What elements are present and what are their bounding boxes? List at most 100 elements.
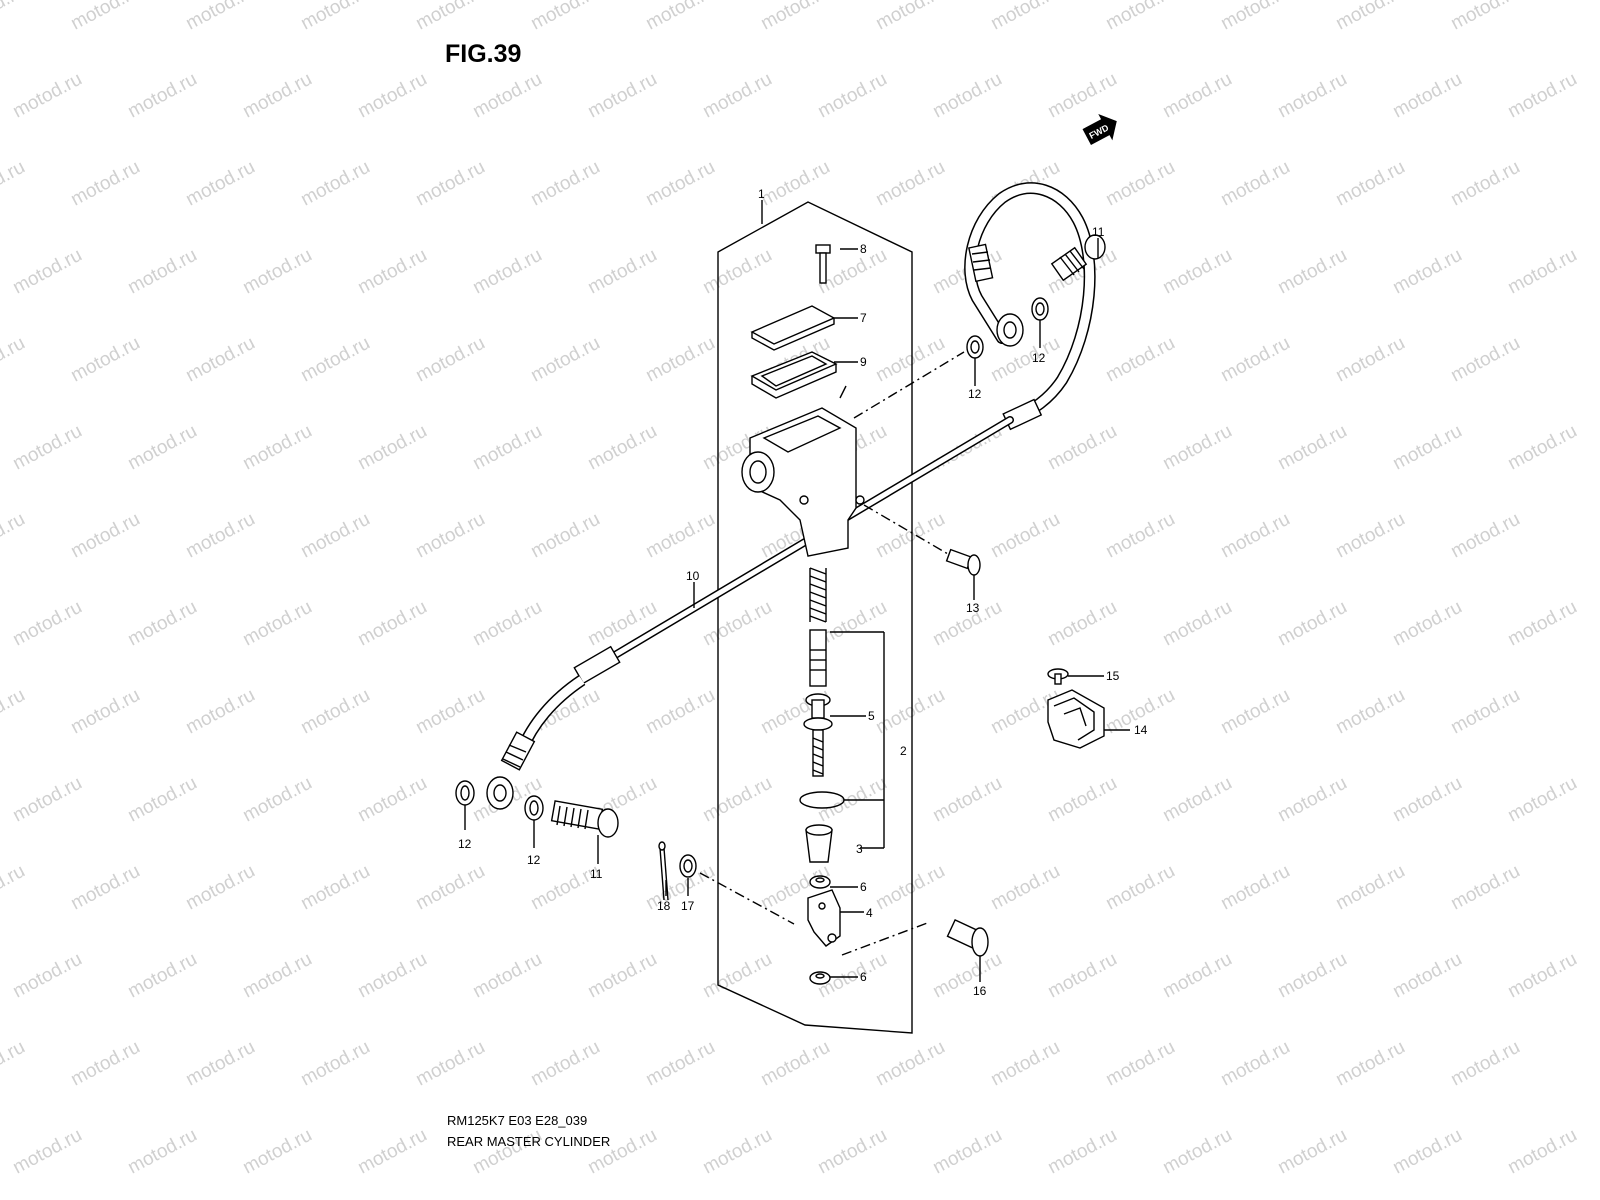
watermark-text: motod.ru: [1217, 333, 1293, 387]
washer-lower-2: [524, 795, 544, 821]
watermark-text: motod.ru: [872, 861, 948, 915]
reservoir-diaphragm: [750, 351, 838, 399]
watermark-text: motod.ru: [124, 421, 200, 475]
watermark-text: motod.ru: [1332, 509, 1408, 563]
watermark-text: motod.ru: [67, 685, 143, 739]
watermark-text: motod.ru: [412, 1037, 488, 1091]
watermark-text: motod.ru: [699, 245, 775, 299]
watermark-text: motod.ru: [527, 333, 603, 387]
watermark-text: motod.ru: [67, 0, 143, 34]
watermark-text: motod.ru: [1504, 773, 1580, 827]
watermark-text: motod.ru: [1102, 1037, 1178, 1091]
watermark-text: motod.ru: [1332, 1037, 1408, 1091]
watermark-text: motod.ru: [987, 0, 1063, 34]
piston-spring: [809, 567, 827, 623]
callout-15: 15: [1106, 669, 1120, 683]
watermark-text: motod.ru: [1044, 597, 1120, 651]
watermark-text: motod.ru: [239, 949, 315, 1003]
watermark-text: motod.ru: [929, 773, 1005, 827]
watermark-text: motod.ru: [1217, 157, 1293, 211]
callout-12d: 12: [527, 853, 541, 867]
fwd-arrow-icon: FWD: [1082, 113, 1117, 145]
watermark-text: motod.ru: [412, 685, 488, 739]
callout-12b: 12: [968, 387, 982, 401]
watermark-text: motod.ru: [1217, 685, 1293, 739]
mounting-bolt: [945, 548, 981, 576]
watermark-text: motod.ru: [0, 685, 29, 739]
watermark-text: motod.ru: [584, 1125, 660, 1179]
watermark-text: motod.ru: [182, 0, 258, 34]
watermark-text: motod.ru: [584, 421, 660, 475]
push-rod: [803, 693, 833, 777]
callout-7: 7: [860, 311, 867, 325]
watermark-text: motod.ru: [1102, 861, 1178, 915]
watermark-text: motod.ru: [354, 245, 430, 299]
watermark-text: motod.ru: [699, 69, 775, 123]
watermark-text: motod.ru: [1102, 157, 1178, 211]
watermark-text: motod.ru: [1274, 597, 1350, 651]
watermark-text: motod.ru: [182, 157, 258, 211]
callout-14: 14: [1134, 723, 1148, 737]
watermark-text: motod.ru: [1159, 421, 1235, 475]
watermark-text: motod.ru: [297, 333, 373, 387]
callout-6a: 6: [860, 880, 867, 894]
watermark-text: motod.ru: [1217, 0, 1293, 34]
watermark-text: motod.ru: [642, 0, 718, 34]
watermark-text: motod.ru: [9, 245, 85, 299]
watermark-text: motod.ru: [1447, 685, 1523, 739]
watermark-text: motod.ru: [1504, 421, 1580, 475]
watermark-text: motod.ru: [354, 597, 430, 651]
watermark-text: motod.ru: [527, 1037, 603, 1091]
watermark-text: motod.ru: [67, 1037, 143, 1091]
watermark-text: motod.ru: [0, 157, 29, 211]
hose-clamp-screw: [1047, 668, 1069, 685]
watermark-text: motod.ru: [469, 597, 545, 651]
watermark-text: motod.ru: [124, 597, 200, 651]
watermark-text: motod.ru: [987, 861, 1063, 915]
figure-title: FIG.39: [445, 40, 522, 68]
callout-8: 8: [860, 242, 867, 256]
pin-washer: [679, 854, 697, 878]
watermark-text: motod.ru: [1159, 773, 1235, 827]
watermark-text: motod.ru: [1447, 333, 1523, 387]
washer-upper-1: [1031, 297, 1049, 321]
callout-13: 13: [966, 601, 980, 615]
watermark-text: motod.ru: [527, 0, 603, 34]
banjo-bolt-upper: [1050, 234, 1106, 282]
watermark-text: motod.ru: [354, 773, 430, 827]
watermark-text: motod.ru: [182, 1037, 258, 1091]
callout-6b: 6: [860, 970, 867, 984]
watermark-text: motod.ru: [1332, 157, 1408, 211]
watermark-text: motod.ru: [1332, 333, 1408, 387]
callout-11a: 11: [1092, 225, 1105, 239]
callout-3: 3: [856, 842, 863, 856]
watermark-text: motod.ru: [354, 949, 430, 1003]
watermark-text: motod.ru: [239, 245, 315, 299]
watermark-text: motod.ru: [1044, 949, 1120, 1003]
piston: [809, 629, 827, 687]
watermark-text: motod.ru: [412, 861, 488, 915]
watermark-text: motod.ru: [1274, 421, 1350, 475]
watermark-text: motod.ru: [1044, 1125, 1120, 1179]
watermark-text: motod.ru: [9, 949, 85, 1003]
watermark-text: motod.ru: [1332, 861, 1408, 915]
watermark-text: motod.ru: [239, 1125, 315, 1179]
nut-lower: [809, 971, 831, 985]
watermark-text: motod.ru: [9, 773, 85, 827]
watermark-text: motod.ru: [1447, 0, 1523, 34]
watermark-text: motod.ru: [1102, 509, 1178, 563]
watermark-text: motod.ru: [239, 421, 315, 475]
watermark-text: motod.ru: [1332, 0, 1408, 34]
watermark-text: motod.ru: [1447, 157, 1523, 211]
watermark-text: motod.ru: [814, 1125, 890, 1179]
watermark-text: motod.ru: [1389, 69, 1465, 123]
watermark-text: motod.ru: [0, 1037, 29, 1091]
watermark-text: motod.ru: [297, 0, 373, 34]
watermark-text: motod.ru: [1389, 949, 1465, 1003]
watermark-text: motod.ru: [1274, 949, 1350, 1003]
callout-1: 1: [758, 187, 765, 201]
watermark-text: motod.ru: [469, 1125, 545, 1179]
watermark-text: motod.ru: [0, 333, 29, 387]
clevis: [807, 889, 841, 947]
